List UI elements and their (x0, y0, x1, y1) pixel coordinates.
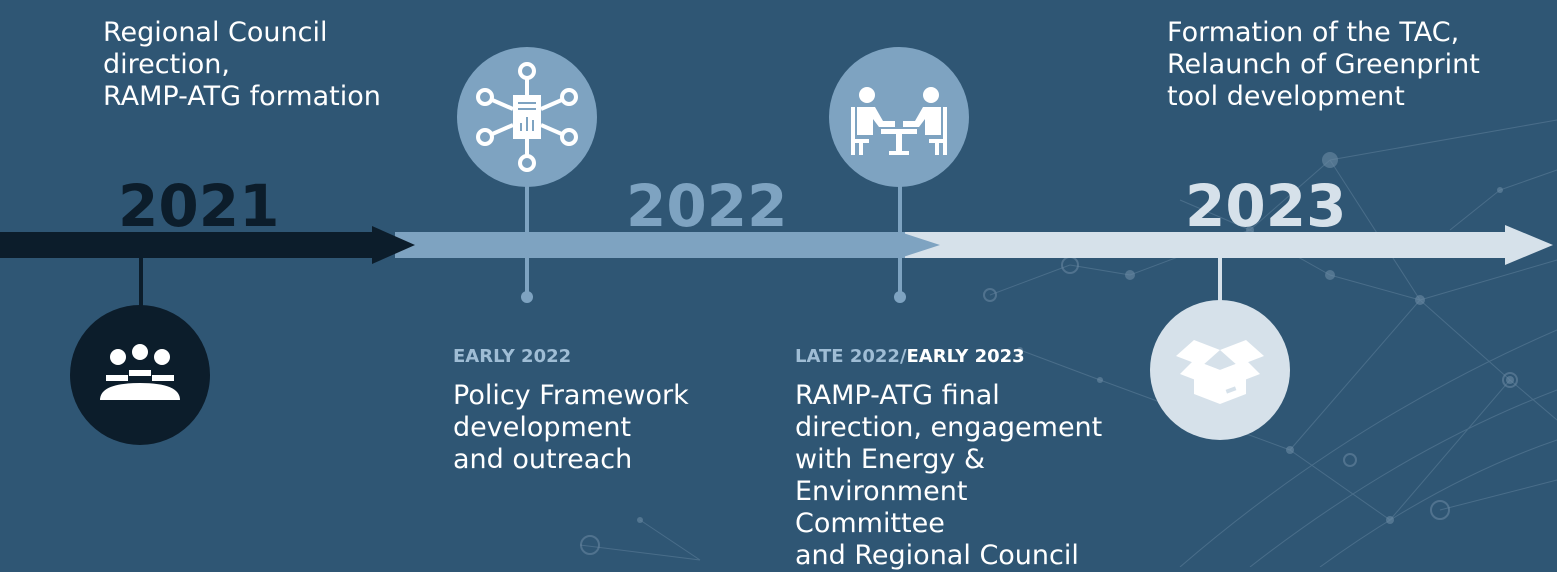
description-line: Regional Council (103, 17, 328, 48)
description-line: RAMP-ATG formation (103, 81, 381, 112)
event-late-2022-description: RAMP-ATG final direction, engagement wit… (795, 380, 1125, 572)
people-at-table-icon (851, 87, 947, 155)
connector-dot-early-2022 (521, 291, 533, 303)
description-line: and Regional Council (795, 540, 1079, 571)
description-line: Environment Committee (795, 476, 968, 539)
event-early-2022-icon-circle (457, 47, 597, 187)
event-early-2022-description: Policy Framework development and outreac… (453, 380, 753, 476)
year-label-2022: 2022 (626, 172, 788, 240)
connector-dot-late-2022 (894, 291, 906, 303)
open-box-icon (1176, 340, 1264, 404)
timeline-segment-2021 (0, 232, 378, 258)
description-line: direction, (103, 49, 230, 80)
description-line: and outreach (453, 444, 633, 475)
event-2023-description: Formation of the TAC, Relaunch of Greenp… (1167, 17, 1547, 113)
description-line: Relaunch of Greenprint (1167, 49, 1480, 80)
description-line: Policy Framework (453, 380, 689, 411)
event-2023-icon-circle (1150, 300, 1290, 440)
event-early-2022-kicker: EARLY 2022 (453, 346, 572, 367)
description-line: direction, engagement (795, 412, 1103, 443)
event-2021-icon-circle (70, 305, 210, 445)
timeline-arrowhead-2022 (900, 232, 940, 258)
description-line: with Energy & (795, 444, 986, 475)
timeline-segment-2022 (395, 232, 905, 258)
event-2021-description: Regional Council direction, RAMP-ATG for… (103, 17, 433, 113)
description-line: Formation of the TAC, (1167, 17, 1460, 48)
description-line: RAMP-ATG final (795, 380, 1000, 411)
timeline-arrowhead-2023 (1505, 225, 1553, 265)
description-line: development (453, 412, 632, 443)
kicker-part-late-2022: LATE 2022/ (795, 346, 907, 367)
meeting-people-icon (100, 344, 180, 400)
timeline-segment-2023 (905, 232, 1510, 258)
event-late-2022-icon-circle (829, 47, 969, 187)
kicker-part-early-2023: EARLY 2023 (906, 346, 1025, 367)
year-label-2023: 2023 (1185, 172, 1347, 240)
description-line: tool development (1167, 81, 1405, 112)
year-label-2021: 2021 (118, 172, 280, 240)
event-late-2022-kicker: LATE 2022/EARLY 2023 (795, 346, 1025, 368)
network-document-icon (476, 62, 578, 172)
timeline-arrowhead-2021 (372, 226, 415, 264)
